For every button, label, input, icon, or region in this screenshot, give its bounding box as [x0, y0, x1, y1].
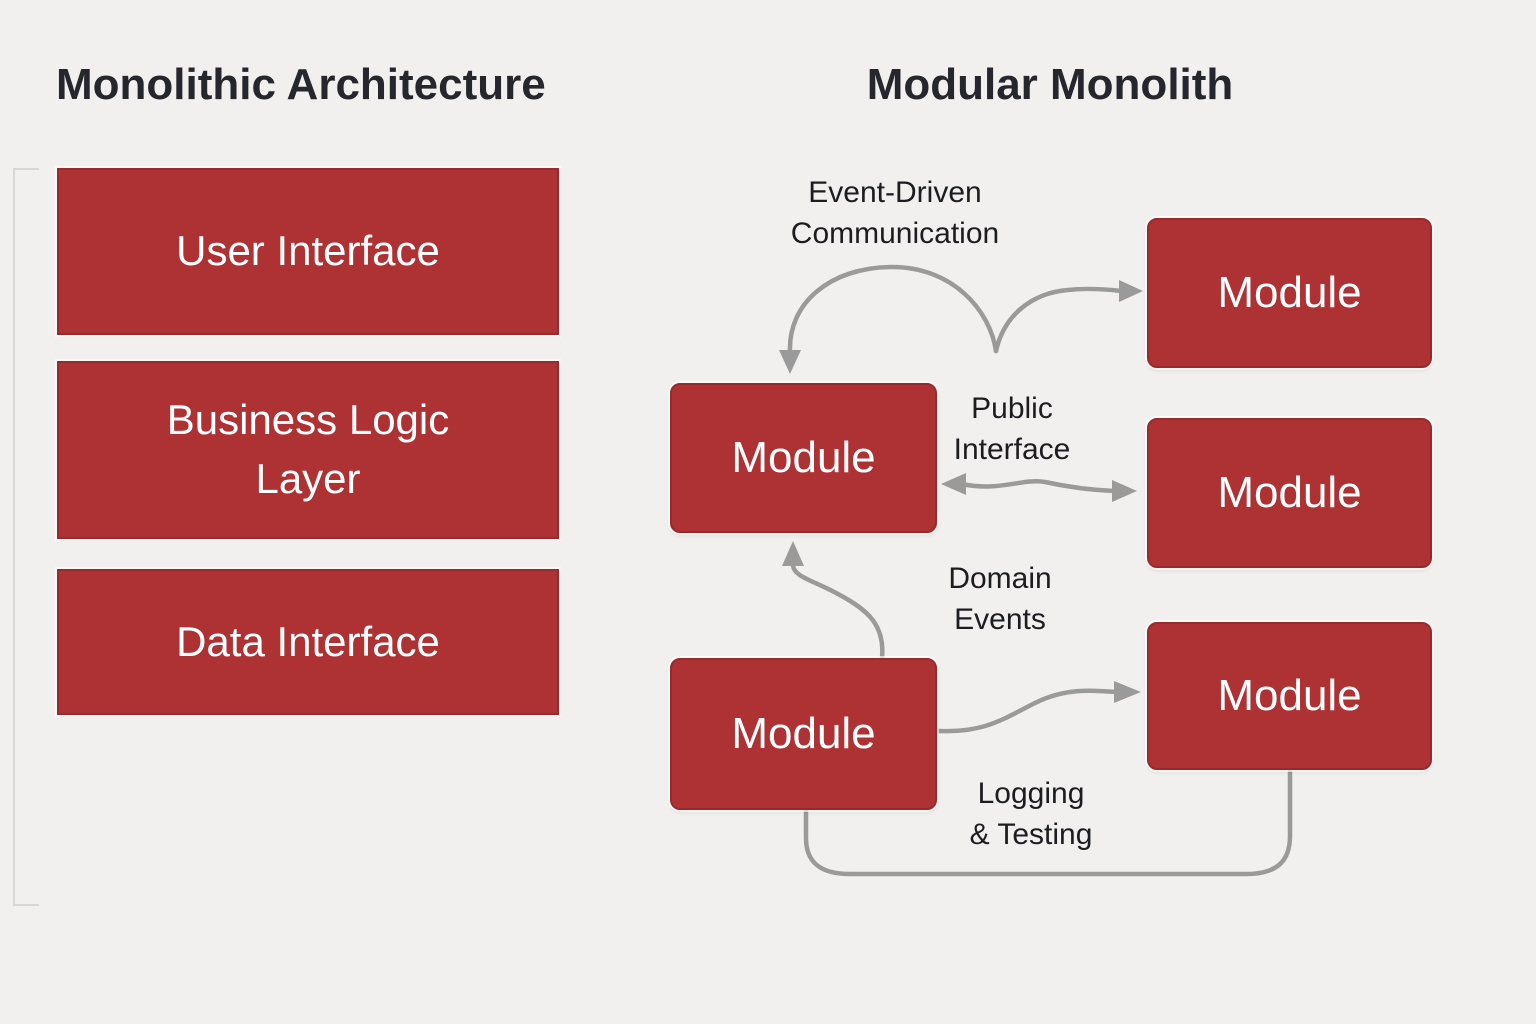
arrowhead-right-mid-right-module: [1112, 480, 1137, 502]
arrow-event-driven-left-arc: [787, 264, 999, 355]
arrow-domain-events: [790, 563, 885, 661]
domain-events-label: Domain Events: [948, 562, 1052, 637]
left-bracket-decoration: [13, 168, 39, 906]
arrowhead-up-center-left-module: [782, 541, 804, 566]
module-box-top-right: Module: [1147, 218, 1432, 368]
arrowhead-right-top-right-module: [1119, 280, 1143, 302]
layer-box-business-logic: Business Logic Layer: [57, 361, 559, 539]
arrow-bottom-left-to-bottom-right: [936, 688, 1119, 734]
module-box-bottom-right: Module: [1147, 622, 1432, 770]
module-box-mid-right: Module: [1147, 418, 1432, 568]
logging-testing-label: Logging & Testing: [969, 777, 1093, 852]
module-box-center-left: Module: [670, 383, 937, 533]
arrow-event-driven-right-branch: [993, 286, 1124, 354]
monolithic-architecture-title: Monolithic Architecture: [56, 60, 546, 109]
modular-monolith-title: Modular Monolith: [866, 60, 1234, 109]
layer-box-user-interface: User Interface: [57, 168, 559, 335]
arrow-public-interface: [959, 479, 1117, 494]
event-driven-communication-label: Event-Driven Communication: [790, 176, 1000, 251]
module-box-bottom-left: Module: [670, 658, 937, 810]
arrowhead-left-center-left-module: [941, 473, 966, 495]
arrowhead-down-center-left-module: [779, 350, 801, 374]
public-interface-label: Public Interface: [953, 392, 1071, 467]
arrowhead-right-bottom-right-module: [1114, 681, 1141, 703]
layer-box-data-interface: Data Interface: [57, 569, 559, 715]
